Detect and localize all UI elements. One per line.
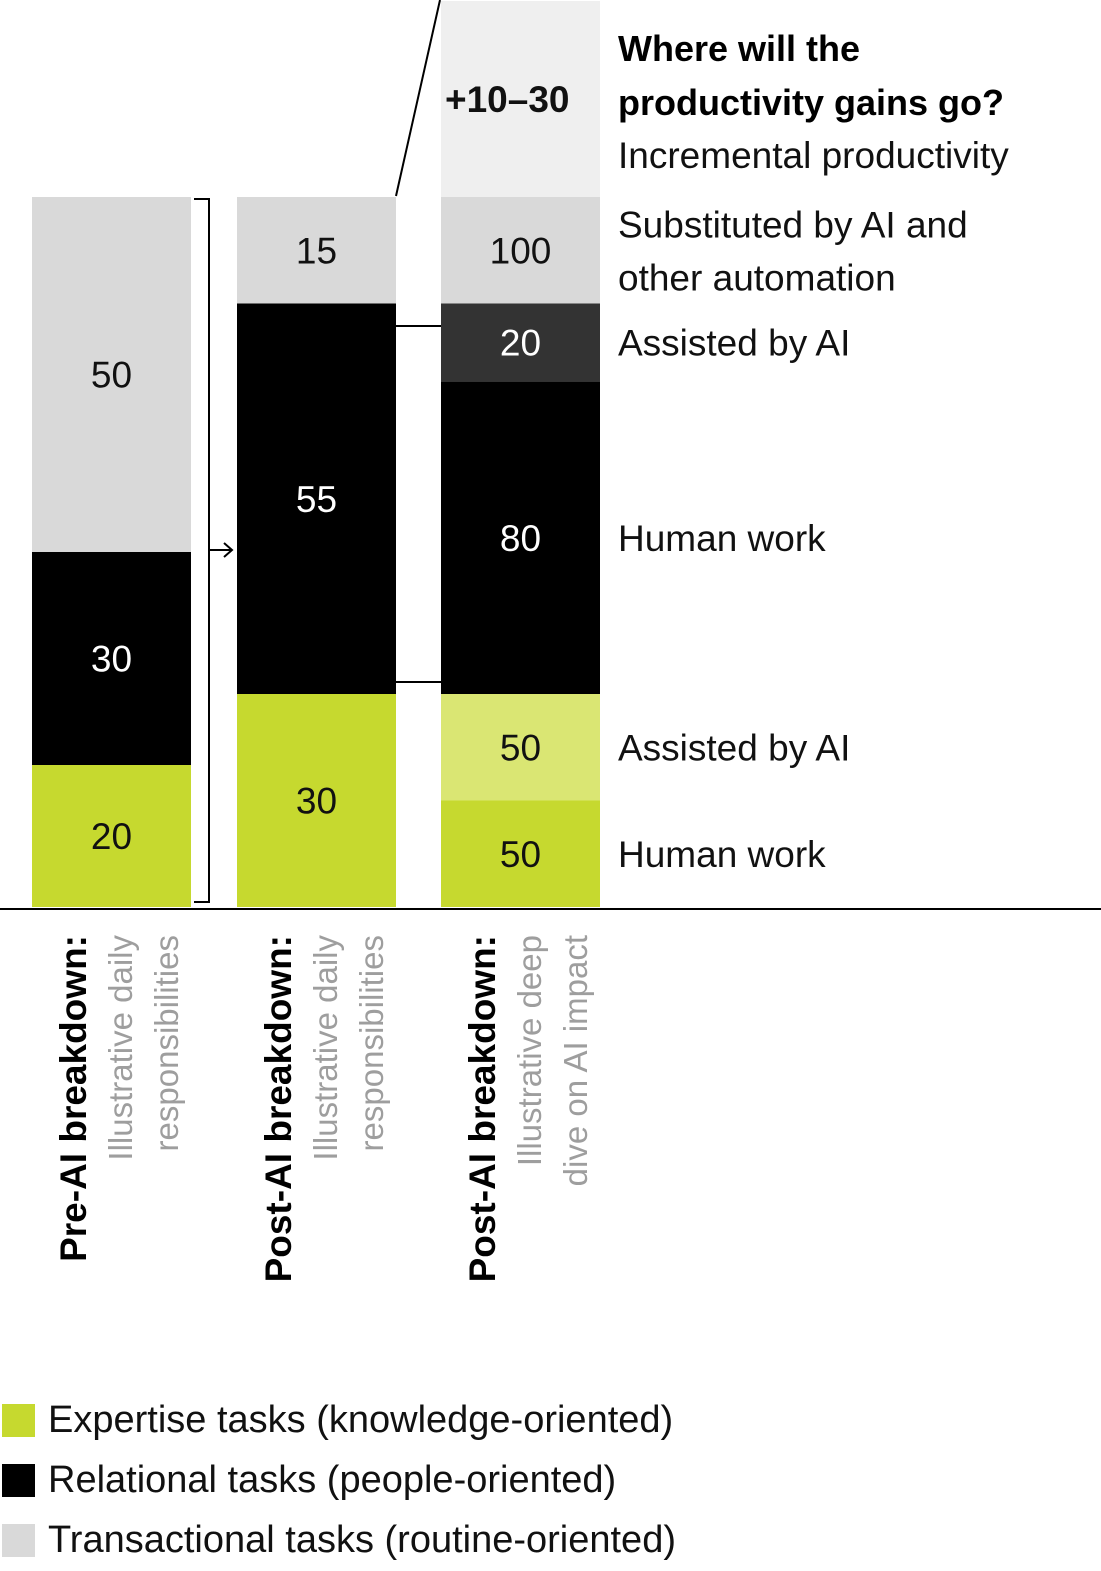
legend: Expertise tasks (knowledge-oriented) Rel…	[0, 1390, 1101, 1570]
connectors-layer	[194, 0, 441, 903]
legend-item-expertise: Expertise tasks (knowledge-oriented)	[0, 1390, 1101, 1450]
bar-2-segment-expertise	[237, 694, 396, 907]
bar-3-value-label: 80	[500, 518, 541, 559]
legend-swatch-relational	[2, 1464, 35, 1497]
category-sublabel-line-2: dive on AI impact	[557, 935, 594, 1186]
bar-3-segment-incremental	[441, 1, 600, 197]
bar-2-segment-relational	[237, 303, 396, 694]
bar-3-segment-expertise_assisted	[441, 694, 600, 801]
zoom-connector-top	[395, 0, 441, 197]
chart-title-line-2: productivity gains go?	[618, 82, 1004, 123]
annotation-expertise_assisted: Assisted by AI	[618, 727, 850, 768]
legend-item-transactional: Transactional tasks (routine-oriented)	[0, 1510, 1101, 1570]
annotation-expertise: Human work	[618, 834, 826, 875]
legend-swatch-expertise	[2, 1404, 35, 1437]
stacked-bar-chart: Where will the productivity gains go? 20…	[0, 0, 1101, 1283]
annotation-relational_assisted: Assisted by AI	[618, 323, 850, 364]
category-title: Pre-AI breakdown:	[53, 935, 94, 1262]
category-title: Post-AI breakdown:	[462, 935, 503, 1282]
bar-2-value-label: 55	[296, 479, 337, 520]
bar-3-value-label: 20	[500, 323, 541, 364]
bars-layer	[32, 1, 600, 907]
category-sublabel-line-1: Illustrative deep	[511, 935, 548, 1166]
legend-label-transactional: Transactional tasks (routine-oriented)	[48, 1519, 676, 1561]
bar-1-segment-transactional	[32, 197, 191, 552]
chart-title-line-1: Where will the	[618, 28, 860, 69]
bar-3-segment-expertise	[441, 800, 600, 907]
bar-2-value-label: 30	[296, 781, 337, 822]
bar-1-segment-relational	[32, 552, 191, 765]
annotation-incremental-productivity: Incremental productivity	[618, 135, 1009, 176]
legend-item-relational: Relational tasks (people-oriented)	[0, 1450, 1101, 1510]
bar-3-value-label: 50	[500, 727, 541, 768]
bar-3-value-label: 50	[500, 834, 541, 875]
bar-2-segment-transactional	[237, 197, 396, 304]
legend-swatch-transactional	[2, 1524, 35, 1557]
legend-label-expertise: Expertise tasks (knowledge-oriented)	[48, 1399, 674, 1441]
category-sublabel-line-1: Illustrative daily	[307, 935, 344, 1161]
annotation-substituted-line-1: Substituted by AI and	[618, 204, 968, 245]
category-sublabel-line-2: responsibilities	[148, 935, 185, 1151]
bar-3-value-label: 100	[490, 230, 552, 271]
category-sublabel-line-2: responsibilities	[353, 935, 390, 1151]
category-sublabel-line-1: Illustrative daily	[102, 935, 139, 1161]
bar-2-value-label: 15	[296, 230, 337, 271]
bar-3-segment-relational	[441, 381, 600, 694]
zoom-bracket-relational	[396, 325, 441, 683]
bracket-connector	[194, 198, 210, 903]
segment-labels-layer: 20 30 50 30 55 15 50 50 80 20 100 +10–30	[91, 79, 570, 875]
bar-1-value-label: 20	[91, 816, 132, 857]
annotation-substituted-line-2: other automation	[618, 257, 896, 298]
bar-1-segment-expertise	[32, 765, 191, 907]
bar-1-value-label: 30	[91, 639, 132, 680]
arrow-head-icon	[223, 542, 234, 558]
bar-1-value-label: 50	[91, 355, 132, 396]
legend-label-relational: Relational tasks (people-oriented)	[48, 1459, 617, 1501]
bar-3-segment-transactional	[441, 197, 600, 304]
bar-3-segment-relational_assisted	[441, 303, 600, 382]
category-title: Post-AI breakdown:	[258, 935, 299, 1282]
annotation-relational: Human work	[618, 518, 826, 559]
bar-3-value-label: +10–30	[445, 79, 570, 120]
